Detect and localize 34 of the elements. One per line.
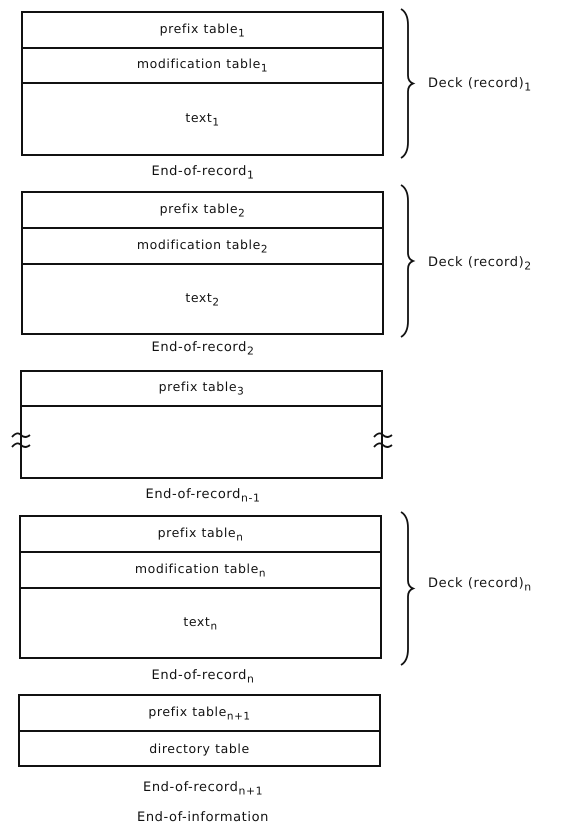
section-label: prefix table$_{n}$ — [158, 524, 244, 544]
marker-label: End-of-record$_{n-1}$ — [146, 487, 260, 505]
table-section — [19, 587, 382, 659]
table-section — [21, 11, 384, 49]
table-section — [21, 227, 384, 265]
deck-label: Deck (record)$_{n}$ — [428, 576, 532, 594]
table-section — [19, 515, 382, 553]
section-label: prefix table$_{2}$ — [160, 200, 246, 220]
section-label: text$_{2}$ — [185, 290, 220, 308]
table-section — [18, 730, 381, 767]
marker-label: End-of-record$_{2}$ — [152, 340, 254, 358]
marker-label: End-of-record$_{n}$ — [152, 668, 254, 686]
marker-label: End-of-record$_{n+1}$ — [143, 780, 264, 798]
section-label: prefix table$_{3}$ — [158, 379, 244, 398]
marker-label: End-of-record$_{1}$ — [152, 164, 254, 182]
table-section — [21, 191, 384, 229]
deck-label: Deck (record)$_{2}$ — [428, 255, 532, 273]
section-label: modification table$_{n}$ — [134, 560, 266, 580]
deck-label: Deck (record)$_{1}$ — [428, 76, 532, 94]
section-label: directory table — [149, 741, 250, 756]
table-section — [21, 263, 384, 335]
table-section — [21, 82, 384, 156]
marker-label: End-of-information — [137, 810, 269, 825]
section-label: modification table$_{1}$ — [136, 56, 268, 75]
table-section — [19, 551, 382, 589]
section-label: text$_{1}$ — [185, 110, 220, 128]
section-label: modification table$_{2}$ — [136, 236, 268, 256]
empty-section — [20, 405, 383, 479]
section-label: text$_{n}$ — [183, 614, 218, 632]
section-label: prefix table$_{1}$ — [160, 20, 246, 40]
section-label: prefix table$_{n+1}$ — [148, 704, 251, 722]
table-section — [21, 47, 384, 84]
table-section — [18, 694, 381, 732]
table-section — [20, 370, 383, 407]
